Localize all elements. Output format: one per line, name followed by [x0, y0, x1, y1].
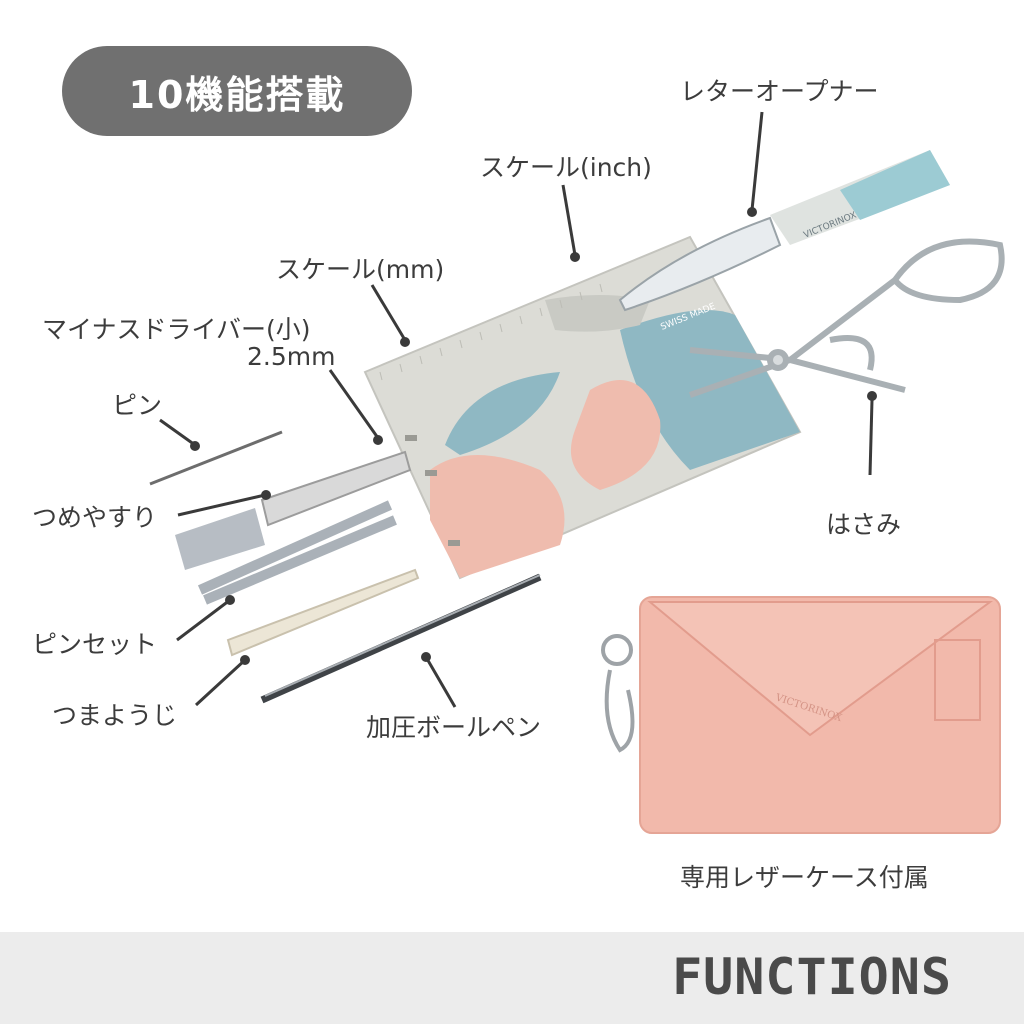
feature-count-text: 10機能搭載 — [128, 72, 346, 117]
scissors — [689, 238, 1005, 398]
label-letter-opener: レターオープナー — [680, 77, 879, 106]
nail-file — [175, 450, 412, 570]
label-scale-mm: スケール(mm) — [276, 255, 445, 284]
key-ring — [601, 634, 633, 666]
leather-case: VICTORINOX — [601, 596, 1001, 834]
footer-bar: FUNCTIONS — [0, 932, 1024, 1024]
product-illustration: SWISS MADE VICTORINOX — [149, 111, 1005, 834]
toothpick — [226, 568, 420, 657]
ruler-mm — [379, 283, 603, 381]
tweezers — [197, 500, 397, 605]
label-leather-case: 専用レザーケース付属 — [680, 863, 929, 892]
footer-title: FUNCTIONS — [672, 948, 952, 1006]
label-nail-file: つめやすり — [32, 503, 158, 532]
leader-lines — [159, 111, 874, 708]
label-pen: 加圧ボールペン — [366, 713, 542, 742]
label-scale-inch: スケール(inch) — [480, 153, 652, 182]
label-toothpick: つまようじ — [52, 701, 178, 730]
label-tweezers: ピンセット — [32, 630, 158, 659]
pin — [149, 430, 283, 486]
feature-count-badge: 10機能搭載 — [62, 46, 412, 136]
swisscard-body: SWISS MADE — [363, 235, 802, 580]
label-pin: ピン — [112, 391, 163, 420]
label-scissors: はさみ — [826, 510, 902, 539]
label-screwdriver-size: 2.5mm — [247, 342, 336, 371]
label-screwdriver: マイナスドライバー(小) — [42, 315, 311, 344]
leader-dots — [190, 207, 877, 665]
snap-hook — [604, 669, 635, 753]
ballpoint-pen — [260, 573, 542, 704]
